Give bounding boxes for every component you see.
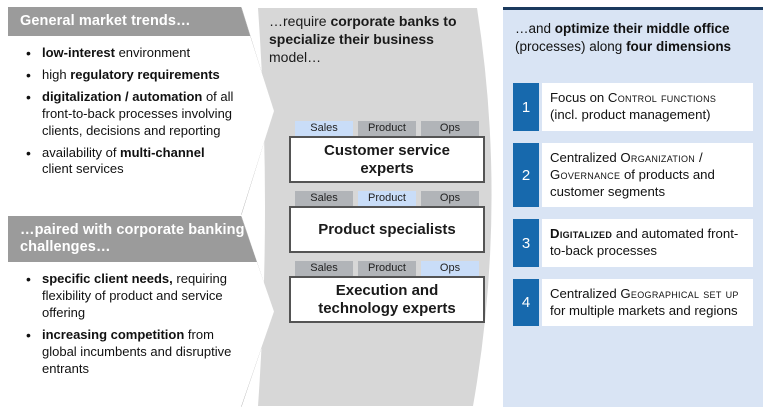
dimension-text: Centralized Geographical set up for mult… bbox=[542, 278, 753, 327]
tabs-row: Sales Product Ops bbox=[289, 261, 485, 276]
dimension-number: 4 bbox=[513, 278, 539, 327]
dimension-item-2: 2 Centralized Organization / Governance … bbox=[513, 142, 753, 208]
tab-product: Product bbox=[358, 121, 416, 136]
banking-challenges-body: …paired with corporate banking challenge… bbox=[8, 216, 274, 407]
banking-challenges-bullet-list: specific client needs, requiring flexibi… bbox=[8, 270, 274, 378]
bullet-item: digitalization / automation of all front… bbox=[26, 88, 236, 140]
dimension-item-1: 1 Focus on Control functions (incl. prod… bbox=[513, 83, 753, 131]
bullet-item: high regulatory requirements bbox=[26, 66, 236, 84]
market-trends-bullet-list: low-interest environment high regulatory… bbox=[8, 44, 274, 179]
dimension-item-3: 3 Digitalized and automated front-to-bac… bbox=[513, 219, 753, 267]
middle-office-panel: …and optimize their middle office (proce… bbox=[503, 7, 763, 407]
bullet-item: increasing competition from global incum… bbox=[26, 326, 236, 378]
execution-technology-experts-box: Execution and technology experts bbox=[289, 276, 485, 323]
market-trends-body: General market trends… low-interest envi… bbox=[8, 7, 274, 215]
bullet-item: specific client needs, requiring flexibi… bbox=[26, 270, 236, 322]
dimension-number: 3 bbox=[513, 219, 539, 267]
dimension-text: Focus on Control functions (incl. produc… bbox=[542, 83, 753, 131]
middle-header: …require corporate banks to specialize t… bbox=[269, 13, 457, 65]
dimension-number: 1 bbox=[513, 83, 539, 131]
bullet-item: availability of multi-channel client ser… bbox=[26, 144, 236, 179]
tab-sales: Sales bbox=[295, 121, 353, 136]
customer-service-experts-box: Customer service experts bbox=[289, 136, 485, 183]
tab-ops: Ops bbox=[421, 191, 479, 206]
tab-sales: Sales bbox=[295, 191, 353, 206]
dimension-item-4: 4 Centralized Geographical set up for mu… bbox=[513, 278, 753, 327]
dimension-text: Centralized Organization / Governance of… bbox=[542, 142, 753, 208]
market-trends-panel: General market trends… low-interest envi… bbox=[8, 7, 274, 215]
tab-product: Product bbox=[358, 191, 416, 206]
middle-office-header: …and optimize their middle office (proce… bbox=[515, 21, 732, 55]
tab-ops: Ops bbox=[421, 261, 479, 276]
business-model-group-1: Sales Product Ops Customer service experts bbox=[289, 121, 485, 183]
tab-ops: Ops bbox=[421, 121, 479, 136]
dimension-number: 2 bbox=[513, 142, 539, 208]
tabs-row: Sales Product Ops bbox=[289, 121, 485, 136]
product-specialists-box: Product specialists bbox=[289, 206, 485, 253]
dimension-text: Digitalized and automated front-to-back … bbox=[542, 219, 753, 267]
bullet-item: low-interest environment bbox=[26, 44, 236, 62]
tab-sales: Sales bbox=[295, 261, 353, 276]
business-model-group-3: Sales Product Ops Execution and technology… bbox=[289, 261, 485, 323]
dimension-list: 1 Focus on Control functions (incl. prod… bbox=[513, 83, 753, 327]
market-trends-title: General market trends… bbox=[8, 7, 274, 37]
banking-challenges-panel: …paired with corporate banking challenge… bbox=[8, 216, 274, 407]
tab-product: Product bbox=[358, 261, 416, 276]
business-model-group-2: Sales Product Ops Product specialists bbox=[289, 191, 485, 253]
tabs-row: Sales Product Ops bbox=[289, 191, 485, 206]
banking-challenges-title: …paired with corporate banking challenge… bbox=[8, 216, 274, 263]
